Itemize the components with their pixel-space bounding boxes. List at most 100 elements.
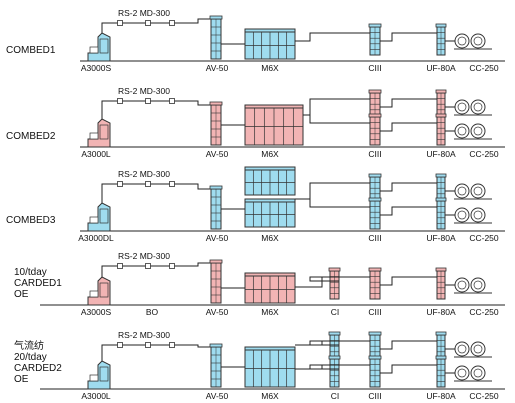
av-condenser-cap <box>209 185 223 190</box>
ciii-label: CIII <box>368 307 381 317</box>
cc-coiler-right-inner <box>473 344 483 354</box>
av-condenser-cap <box>209 101 223 106</box>
uf-feeder-cap <box>435 355 447 360</box>
row-label: CARDED2 <box>14 363 62 374</box>
opener-machine <box>87 118 111 148</box>
cc-label: CC-250 <box>469 63 499 73</box>
opener-machine-panel <box>99 366 109 382</box>
cc-coiler-right <box>470 99 486 115</box>
feed-label: RS-2 MD-300 <box>118 8 170 18</box>
uf-feeder-cap <box>435 197 447 202</box>
opener-machine <box>87 360 111 390</box>
cc-coiler-right-inner <box>473 368 483 378</box>
ci-cleaner-cap <box>328 331 341 336</box>
ciii-cleaner <box>368 173 382 206</box>
cc-coiler-left-inner <box>457 186 467 196</box>
uf-label: UF-80A <box>426 63 456 73</box>
mixer-to-ci-pipe <box>295 340 330 346</box>
mixer-label: M6X <box>261 63 279 73</box>
cc-coiler <box>454 123 492 140</box>
mixer-lower <box>244 198 296 228</box>
mixer-unit <box>244 28 296 60</box>
to-ciii-pipe <box>303 114 370 124</box>
cc-coiler-left <box>454 365 470 381</box>
uf-feeder-cap <box>435 173 447 178</box>
cc-coiler-right <box>470 183 486 199</box>
opener-label: A3000L <box>81 391 111 401</box>
uf-label: UF-80A <box>426 233 456 243</box>
av-condenser-cap <box>209 259 223 264</box>
ciii-cleaner-cap <box>368 173 382 178</box>
ciii-cleaner-cap <box>368 355 382 360</box>
cc-coiler-right-inner <box>473 280 483 290</box>
cc-coiler-right-inner <box>473 36 483 46</box>
pipe-fan <box>117 342 123 348</box>
mixer-label: M6X <box>261 307 279 317</box>
ciii-to-uf-pipe <box>380 122 437 132</box>
ciii-cleaner-cap <box>368 267 382 272</box>
opener-label: A3000S <box>81 63 112 73</box>
cc-coiler-right <box>470 33 486 49</box>
ciii-label: CIII <box>368 391 381 401</box>
opener-label: A3000S <box>81 307 112 317</box>
uf-feeder-cap <box>435 267 447 272</box>
opener-machine <box>87 276 111 306</box>
cc-label: CC-250 <box>469 233 499 243</box>
av-label: AV-50 <box>206 63 229 73</box>
feed-label: RS-2 MD-300 <box>118 330 170 340</box>
mixer-to-ci-pipe <box>295 364 330 370</box>
ci-cleaner <box>328 267 341 300</box>
av-condenser <box>209 343 223 388</box>
feed-label: RS-2 MD-300 <box>118 169 170 179</box>
feed-pipe <box>101 18 212 33</box>
ciii-cleaner <box>368 197 382 230</box>
ci-label: CI <box>331 307 340 317</box>
mixer-label: M6X <box>261 391 279 401</box>
cc-coiler-left <box>454 99 470 115</box>
av-condenser-cap <box>209 15 223 20</box>
cc-coiler-right <box>470 277 486 293</box>
ciii-label: CIII <box>368 63 381 73</box>
ciii-cleaner-cap <box>368 113 382 118</box>
cc-coiler-left-inner <box>457 344 467 354</box>
av-label: AV-50 <box>206 391 229 401</box>
row-label: COMBED3 <box>6 215 56 226</box>
uf-feeder <box>435 113 447 146</box>
opener-machine <box>87 32 111 62</box>
mixer-unit-top <box>244 104 304 109</box>
to-ciii-pipe <box>295 32 370 42</box>
uf-label: UF-80A <box>426 149 456 159</box>
pipe-fan <box>169 20 175 26</box>
mixer-to-ci-pipe <box>295 276 330 288</box>
ciii-to-uf-pipe <box>380 206 437 216</box>
opener-machine-hopper <box>89 132 99 140</box>
cc-coiler-right-inner <box>473 126 483 136</box>
av-label: AV-50 <box>206 307 229 317</box>
opener-label: A3000DL <box>78 233 114 243</box>
uf-feeder <box>435 197 447 230</box>
ciii-label: CIII <box>368 149 381 159</box>
cc-coiler-left-inner <box>457 102 467 112</box>
ciii-to-uf-pipe <box>380 364 437 374</box>
uf-feeder-cap <box>435 113 447 118</box>
mixer-unit <box>244 272 296 304</box>
pipe-fan <box>145 98 151 104</box>
feed-pipe <box>101 344 212 361</box>
uf-feeder-cap <box>435 331 447 336</box>
pipe-fan <box>169 263 175 269</box>
ciii-cleaner-cap <box>368 331 382 336</box>
cc-coiler-left <box>454 33 470 49</box>
feed-pipe <box>101 100 212 119</box>
ciii-to-uf-pipe <box>380 32 437 42</box>
ciii-to-uf-pipe <box>380 276 437 286</box>
cc-coiler-left-inner <box>457 126 467 136</box>
opener-machine-panel <box>99 38 109 54</box>
pipe-fan <box>117 98 123 104</box>
mixer-upper <box>244 166 296 196</box>
mixer-unit-top <box>244 28 296 33</box>
feed-pipe <box>101 262 212 277</box>
to-ciii-pipe <box>295 198 370 208</box>
cc-coiler-right-inner <box>473 210 483 220</box>
